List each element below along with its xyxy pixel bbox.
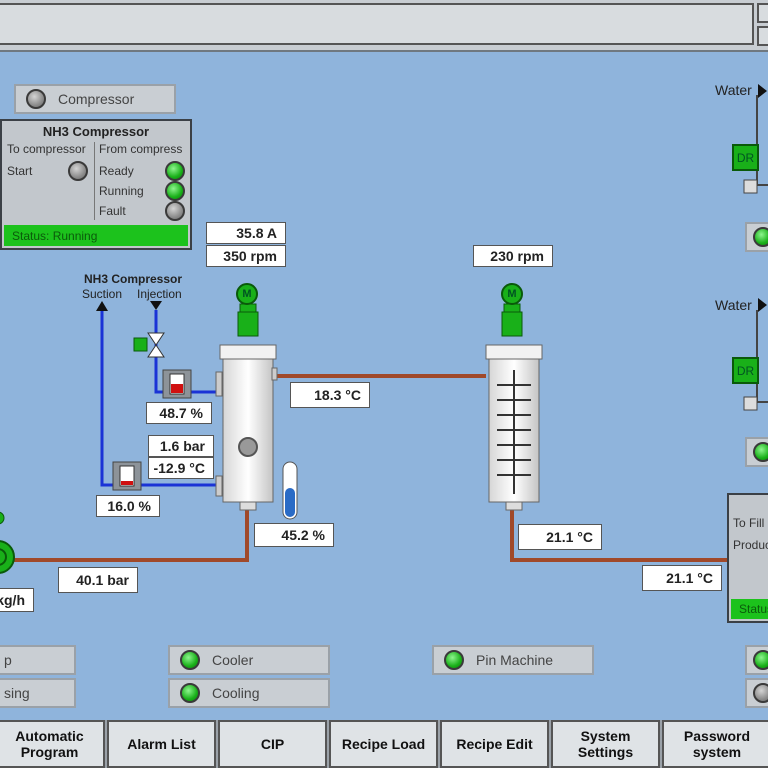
pin-machine-indicator-icon bbox=[444, 650, 464, 670]
right-status-2-icon bbox=[753, 683, 768, 703]
running-indicator-icon bbox=[165, 181, 185, 201]
suction-arrow-icon bbox=[96, 301, 108, 311]
left-status-button-2-label: sing bbox=[4, 685, 30, 701]
cooling-label: Cooling bbox=[212, 685, 260, 701]
panel-divider bbox=[94, 142, 95, 220]
fault-indicator-icon bbox=[165, 201, 185, 221]
ready-indicator-icon bbox=[165, 161, 185, 181]
cooling-indicator-icon bbox=[180, 683, 200, 703]
expansion-valve-icon bbox=[133, 332, 165, 358]
water-arrow-1-icon bbox=[758, 84, 767, 98]
right-status-1-icon bbox=[753, 650, 768, 670]
cooling-button[interactable]: Cooling bbox=[168, 678, 330, 708]
start-label: Start bbox=[7, 164, 33, 178]
header-field[interactable] bbox=[0, 3, 754, 45]
compressor-indicator-icon bbox=[26, 89, 46, 109]
right-indicator-1-icon bbox=[753, 227, 768, 247]
compressor-button[interactable]: Compressor bbox=[14, 84, 176, 114]
nav-cip[interactable]: CIP bbox=[218, 720, 327, 768]
product-pressure-value: 40.1 bar bbox=[58, 567, 138, 593]
injection-label: Injection bbox=[137, 287, 182, 301]
water-arrow-2-icon bbox=[758, 298, 767, 312]
to-compressor-label: To compressor bbox=[7, 142, 86, 156]
process-diagram bbox=[0, 84, 768, 574]
flow-value: kg/h bbox=[0, 588, 34, 612]
water-2-label: Water bbox=[715, 297, 752, 313]
motor-2-icon[interactable]: M bbox=[501, 283, 523, 305]
fault-label: Fault bbox=[99, 204, 126, 218]
right-status-button-1[interactable] bbox=[745, 645, 768, 675]
filler-status-bar: Status bbox=[731, 599, 768, 619]
level-value: 45.2 % bbox=[254, 523, 334, 547]
header-button-top[interactable] bbox=[757, 3, 768, 23]
compressor-button-label: Compressor bbox=[58, 91, 135, 107]
suction-label: Suction bbox=[82, 287, 123, 301]
scraped-surface-heat-exchanger-icon bbox=[215, 303, 278, 511]
dr-1-valve-button[interactable]: DR bbox=[732, 144, 759, 171]
to-filler-label: To Fill bbox=[733, 516, 765, 530]
valve-2-opening-value: 16.0 % bbox=[96, 495, 160, 517]
water-valve-2-icon bbox=[743, 396, 758, 411]
nav-alarm-list[interactable]: Alarm List bbox=[107, 720, 216, 768]
nav-recipe-load[interactable]: Recipe Load bbox=[329, 720, 438, 768]
left-status-button-2[interactable]: sing bbox=[0, 678, 76, 708]
nav-system-settings[interactable]: System Settings bbox=[551, 720, 660, 768]
right-indicator-2-icon bbox=[753, 442, 768, 462]
left-status-button-1-label: p bbox=[4, 652, 12, 668]
right-indicator-button-2[interactable] bbox=[745, 437, 768, 467]
cooler-indicator-icon bbox=[180, 650, 200, 670]
suction-temperature-value: -12.9 °C bbox=[148, 457, 214, 479]
valve-1-opening-value: 48.7 % bbox=[146, 402, 212, 424]
injection-arrow-icon bbox=[150, 301, 162, 310]
motor-1-icon[interactable]: M bbox=[236, 283, 258, 305]
motor-current-value: 35.8 A bbox=[206, 222, 286, 244]
nh3-panel-title: NH3 Compressor bbox=[42, 124, 150, 139]
left-status-button-1[interactable]: p bbox=[0, 645, 76, 675]
motor-1-rpm-value: 350 rpm bbox=[206, 245, 286, 267]
level-gauge-icon bbox=[282, 461, 298, 520]
dr-2-valve-button[interactable]: DR bbox=[732, 357, 759, 384]
pin-machine-label: Pin Machine bbox=[476, 652, 554, 668]
start-indicator-icon[interactable] bbox=[68, 161, 88, 181]
water-1-label: Water bbox=[715, 82, 752, 98]
pin-machine-vessel-icon bbox=[485, 303, 543, 511]
product-label: Produc bbox=[733, 538, 768, 552]
running-label: Running bbox=[99, 184, 144, 198]
pin-machine-button[interactable]: Pin Machine bbox=[432, 645, 594, 675]
ready-label: Ready bbox=[99, 164, 134, 178]
filler-temperature-value: 21.1 °C bbox=[642, 565, 722, 591]
from-compressor-label: From compress bbox=[99, 142, 183, 156]
motor-2-rpm-value: 230 rpm bbox=[473, 245, 553, 267]
suction-pressure-value: 1.6 bar bbox=[148, 435, 214, 457]
nav-recipe-edit[interactable]: Recipe Edit bbox=[440, 720, 549, 768]
right-indicator-button-1[interactable] bbox=[745, 222, 768, 252]
pump-icon bbox=[0, 511, 15, 574]
valve-indicator-2-icon bbox=[112, 461, 142, 491]
nav-password-system[interactable]: Password system bbox=[662, 720, 768, 768]
outlet-temperature-value: 21.1 °C bbox=[518, 524, 602, 550]
header-button-bottom[interactable] bbox=[757, 26, 768, 46]
cooler-label: Cooler bbox=[212, 652, 254, 668]
cooler-button[interactable]: Cooler bbox=[168, 645, 330, 675]
intermediate-temperature-value: 18.3 °C bbox=[290, 382, 370, 408]
valve-indicator-1-icon bbox=[162, 369, 192, 399]
nh3-diagram-title: NH3 Compressor bbox=[84, 272, 183, 286]
water-valve-1-icon bbox=[743, 179, 758, 194]
product-pipes bbox=[0, 374, 728, 562]
nh3-status-bar: Status: Running bbox=[4, 225, 188, 246]
right-status-button-2[interactable] bbox=[745, 678, 768, 708]
nav-automatic-program[interactable]: Automatic Program bbox=[0, 720, 105, 768]
